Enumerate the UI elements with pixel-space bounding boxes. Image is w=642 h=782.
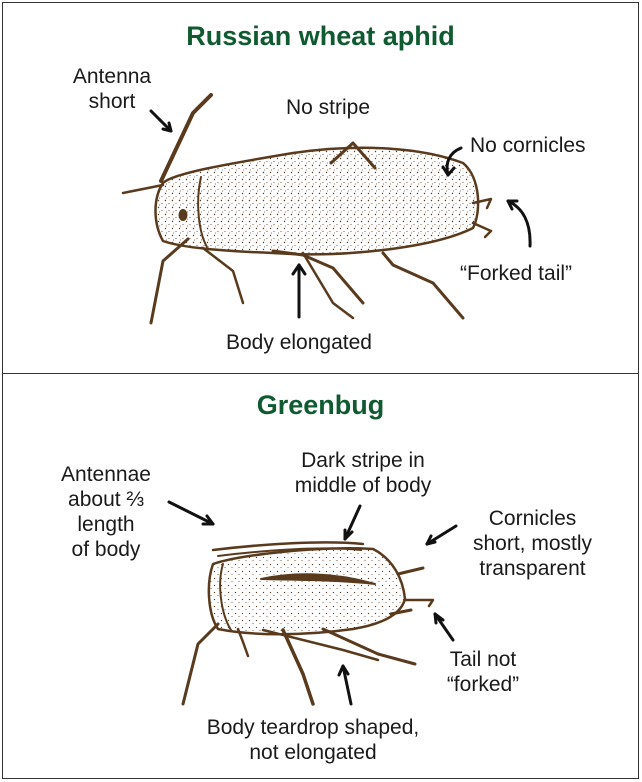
greenbug-drawing — [183, 542, 433, 704]
label-no-stripe: No stripe — [286, 95, 370, 120]
label-forked-tail: “Forked tail” — [460, 261, 572, 286]
russian-wheat-aphid-panel: Russian wheat aphid — [3, 3, 638, 374]
greenbug-panel: Greenbug — [3, 374, 638, 778]
label-no-cornicles: No cornicles — [470, 133, 586, 158]
label-antennae-length: Antennae about ⅔ length of body — [51, 462, 161, 562]
label-body-elongated: Body elongated — [226, 330, 372, 355]
label-dark-stripe: Dark stripe in middle of body — [273, 448, 453, 498]
label-antenna-short: Antenna short — [57, 64, 167, 114]
label-tail-not-forked: Tail not “forked” — [428, 647, 538, 697]
label-body-teardrop: Body teardrop shaped, not elongated — [183, 715, 443, 765]
label-cornicles-short: Cornicles short, mostly transparent — [445, 506, 620, 581]
russian-wheat-aphid-illustration — [3, 3, 638, 373]
aphid-drawing — [123, 95, 491, 323]
